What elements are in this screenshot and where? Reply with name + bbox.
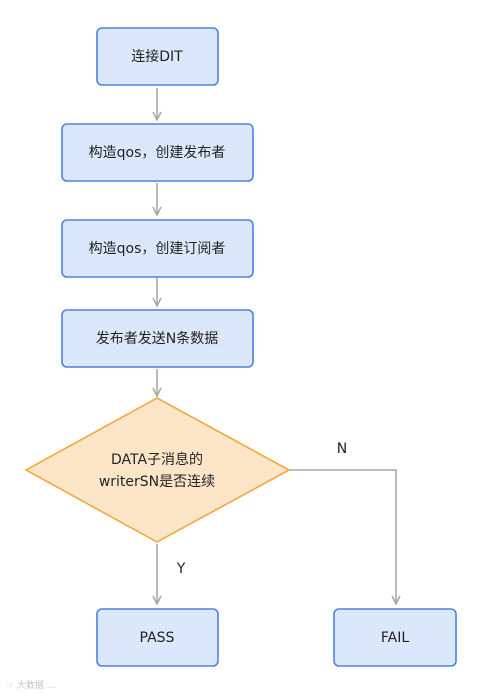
node-send-data-label: 发布者发送N条数据 — [96, 330, 218, 347]
node-decision-label-line1: DATA子消息的 — [111, 451, 203, 468]
node-decision: DATA子消息的 writerSN是否连续 — [24, 397, 291, 543]
node-fail: FAIL — [333, 608, 457, 667]
arrow-decision-to-fail — [289, 469, 396, 604]
node-fail-label: FAIL — [381, 630, 409, 646]
node-create-subscriber-label: 构造qos，创建订阅者 — [89, 241, 226, 257]
node-connect: 连接DIT — [96, 27, 219, 86]
node-pass-label: PASS — [140, 630, 175, 646]
node-create-publisher: 构造qos，创建发布者 — [61, 123, 254, 182]
node-pass: PASS — [96, 608, 219, 667]
node-create-publisher-label: 构造qos，创建发布者 — [89, 145, 226, 161]
edge-label-yes: Y — [176, 561, 186, 577]
node-connect-label: 连接DIT — [131, 48, 183, 65]
watermark: ☞ 大数据 ... — [6, 681, 56, 691]
node-create-subscriber: 构造qos，创建订阅者 — [61, 219, 254, 278]
edge-label-no: N — [337, 441, 347, 457]
node-send-data: 发布者发送N条数据 — [61, 309, 254, 368]
node-decision-label-line2: writerSN是否连续 — [99, 473, 215, 490]
